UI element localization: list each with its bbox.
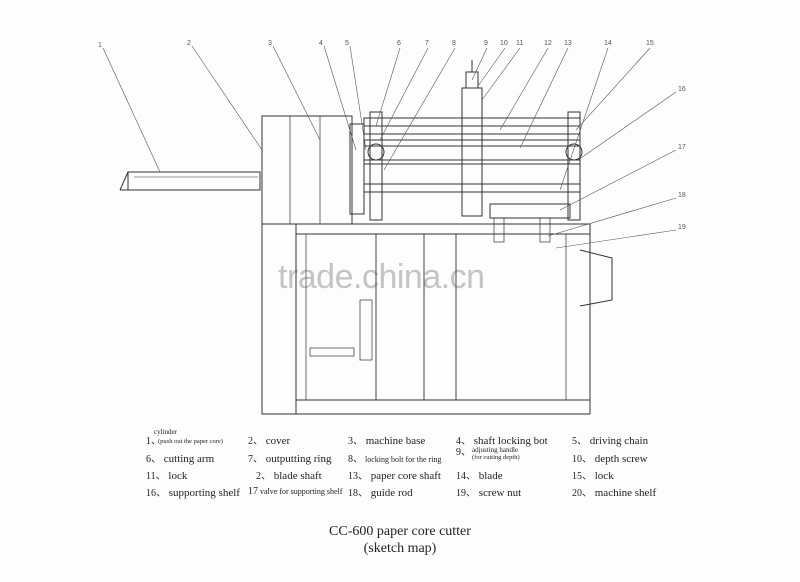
- legend-item-7: 7、 outputting ring: [248, 453, 332, 465]
- callout-3: 3: [268, 40, 272, 47]
- callout-13: 13: [564, 40, 572, 47]
- legend-item-13: 13、 paper core shaft: [348, 470, 441, 482]
- diagram-title: CC-600 paper core cutter: [329, 524, 471, 539]
- diagram-subtitle: (sketch map): [363, 541, 437, 556]
- legend-item-10: 10、 depth screw: [572, 453, 648, 465]
- leader-lines: [102, 45, 677, 249]
- callout-16: 16: [678, 86, 686, 93]
- cutting-assembly: [363, 60, 583, 243]
- watermark: trade.china.cn: [278, 258, 485, 296]
- callout-1: 1: [98, 42, 102, 49]
- callout-2: 2: [187, 40, 191, 47]
- legend-item-11: 11、 lock: [146, 470, 188, 482]
- callout-7: 7: [425, 40, 429, 47]
- callout-12: 12: [544, 40, 552, 47]
- cylinder: [119, 171, 261, 191]
- legend-item-14: 14、 blade: [456, 470, 503, 482]
- legend-item-4: 4、 shaft locking bot: [456, 435, 548, 447]
- supporting-shelf: [579, 249, 613, 307]
- callout-5: 5: [345, 40, 349, 47]
- legend-item-15: 15、 lock: [572, 470, 614, 482]
- machine-shelf: [261, 223, 591, 415]
- legend-item-20: 20、 machine shelf: [572, 487, 657, 499]
- callout-19: 19: [678, 224, 686, 231]
- legend-item-6: 6、 cutting arm: [146, 453, 215, 465]
- legend-item-3: 3、 machine base: [348, 435, 426, 447]
- callout-10: 10: [500, 40, 508, 47]
- legend-item-8: 8、 locking bolt for the ring: [348, 454, 442, 465]
- callout-17: 17: [678, 144, 686, 151]
- callout-8: 8: [452, 40, 456, 47]
- legend-item-17: 17 valve for supporting shelf: [248, 486, 343, 497]
- legend-item-5: 5、 driving chain: [572, 435, 649, 447]
- callout-18: 18: [678, 192, 686, 199]
- callout-15: 15: [646, 40, 654, 47]
- callout-11: 11: [516, 40, 524, 47]
- legend-item-19: 19、 screw nut: [456, 487, 522, 499]
- callout-6: 6: [397, 40, 401, 47]
- callout-9: 9: [484, 40, 488, 47]
- legend-item-12: 2、 blade shaft: [256, 470, 322, 482]
- legend-item-18: 18、 guide rod: [348, 487, 413, 499]
- legend-item-16: 16、 supporting shelf: [146, 487, 240, 499]
- callout-4: 4: [319, 40, 323, 47]
- callout-14: 14: [604, 40, 612, 47]
- legend-item-2: 2、 cover: [248, 435, 291, 447]
- machine-base: [261, 115, 365, 225]
